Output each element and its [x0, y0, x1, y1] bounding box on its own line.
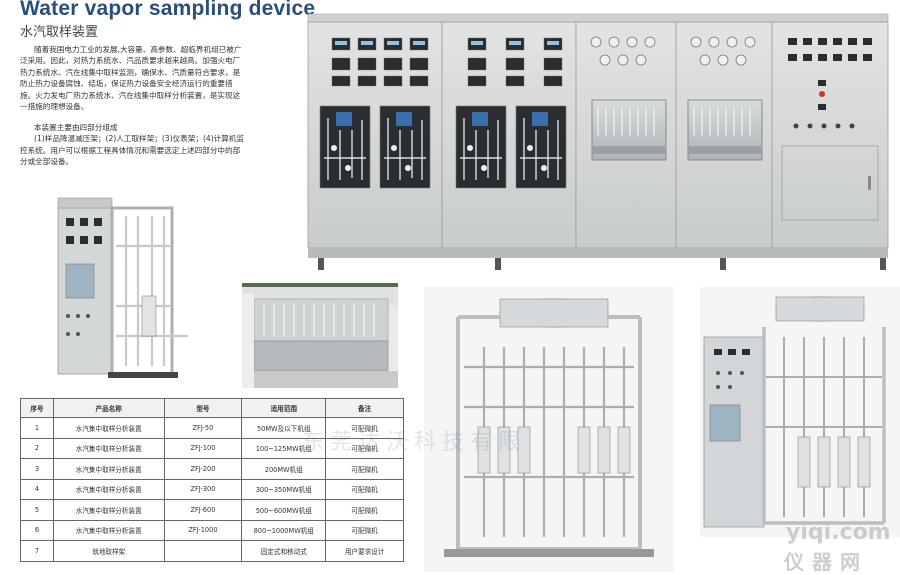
parts-heading: 本装置主要由四部分组成	[34, 123, 118, 132]
cell-product-name: 水汽集中取样分析装置	[52, 437, 165, 459]
table-row: 5 水汽集中取样分析装置 ZFJ-600 500~600MW机组 可配微机	[20, 499, 404, 521]
cell-index: 3	[20, 458, 54, 480]
cell-remark: 用户要求设计	[325, 540, 404, 562]
table-row: 3 水汽集中取样分析装置 ZFJ-200 200MW机组 可配微机	[20, 458, 404, 480]
cell-model	[163, 540, 243, 562]
cell-index: 2	[20, 437, 54, 459]
cell-product-name: 水汽集中取样分析装置	[52, 499, 165, 521]
header-product-name: 产品名称	[52, 398, 165, 418]
cell-model: ZFJ-100	[163, 437, 243, 459]
site-logo-latin: yiqi.com	[786, 520, 891, 545]
header-model: 型号	[163, 398, 243, 418]
header-remark: 备注	[325, 398, 404, 418]
cell-product-name: 水汽集中取样分析装置	[52, 458, 165, 480]
cell-index: 4	[20, 478, 54, 500]
cell-index: 7	[20, 540, 54, 562]
watermark-text: 东莞达沃科技有限	[302, 430, 527, 455]
page-title: Water vapor sampling device	[20, 0, 316, 20]
cell-index: 5	[20, 499, 54, 521]
cell-scope: 500~600MW机组	[241, 499, 327, 521]
site-logo-cn: 仪器网	[784, 550, 868, 574]
cell-remark: 可配微机	[325, 519, 404, 541]
sampling-rack-photo	[48, 186, 198, 384]
cell-model: ZFJ-200	[163, 458, 243, 480]
intro-text: 随着我国电力工业的发展,大容量、高参数、超临界机组已被广泛采用。因此，对热力系统…	[20, 44, 246, 112]
table-row: 4 水汽集中取样分析装置 ZFJ-300 300~350MW机组 可配微机	[20, 478, 404, 500]
cell-remark: 可配微机	[325, 478, 404, 500]
cell-model: ZFJ-600	[163, 499, 243, 521]
cell-scope: 200MW机组	[241, 458, 327, 480]
cabinet-photo	[300, 8, 900, 276]
parts-text: 本装置主要由四部分组成 (1)样品降温减压架；(2)人工取样架；(3)仪表架；(…	[20, 122, 246, 168]
cabinet-rack-photo	[700, 287, 900, 537]
cell-index: 1	[20, 417, 54, 439]
header-scope: 适用范围	[241, 398, 327, 418]
intro-paragraph: 随着我国电力工业的发展,大容量、高参数、超临界机组已被广泛采用。因此，对热力系统…	[20, 45, 242, 112]
cell-remark: 可配微机	[325, 499, 404, 521]
page-subtitle: 水汽取样装置	[20, 25, 99, 40]
cell-scope: 800~1000MW机组	[241, 519, 327, 541]
cell-index: 6	[20, 519, 54, 541]
lab-photo	[242, 283, 398, 388]
cell-model: ZFJ-1000	[163, 519, 243, 541]
spec-table: 序号 产品名称 型号 适用范围 备注 1 水汽集中取样分析装置 ZFJ-50 5…	[20, 398, 404, 562]
cell-product-name: 就地取样架	[52, 540, 165, 562]
table-row: 2 水汽集中取样分析装置 ZFJ-100 100~125MW机组 可配微机	[20, 437, 404, 459]
cell-remark: 可配微机	[325, 458, 404, 480]
cell-product-name: 水汽集中取样分析装置	[52, 417, 165, 439]
table-row: 7 就地取样架 固定式和移动式 用户要求设计	[20, 540, 404, 562]
cooling-rack-photo	[424, 287, 674, 572]
cell-model: ZFJ-50	[163, 417, 243, 439]
table-row: 6 水汽集中取样分析装置 ZFJ-1000 800~1000MW机组 可配微机	[20, 519, 404, 541]
cell-model: ZFJ-300	[163, 478, 243, 500]
cell-product-name: 水汽集中取样分析装置	[52, 519, 165, 541]
table-header-row: 序号 产品名称 型号 适用范围 备注	[20, 398, 404, 418]
parts-detail: (1)样品降温减压架；(2)人工取样架；(3)仪表架；(4)计算机监控系统。用户…	[20, 134, 245, 167]
cell-scope: 固定式和移动式	[241, 540, 327, 562]
cell-scope: 300~350MW机组	[241, 478, 327, 500]
cell-product-name: 水汽集中取样分析装置	[52, 478, 165, 500]
header-index: 序号	[20, 398, 54, 418]
